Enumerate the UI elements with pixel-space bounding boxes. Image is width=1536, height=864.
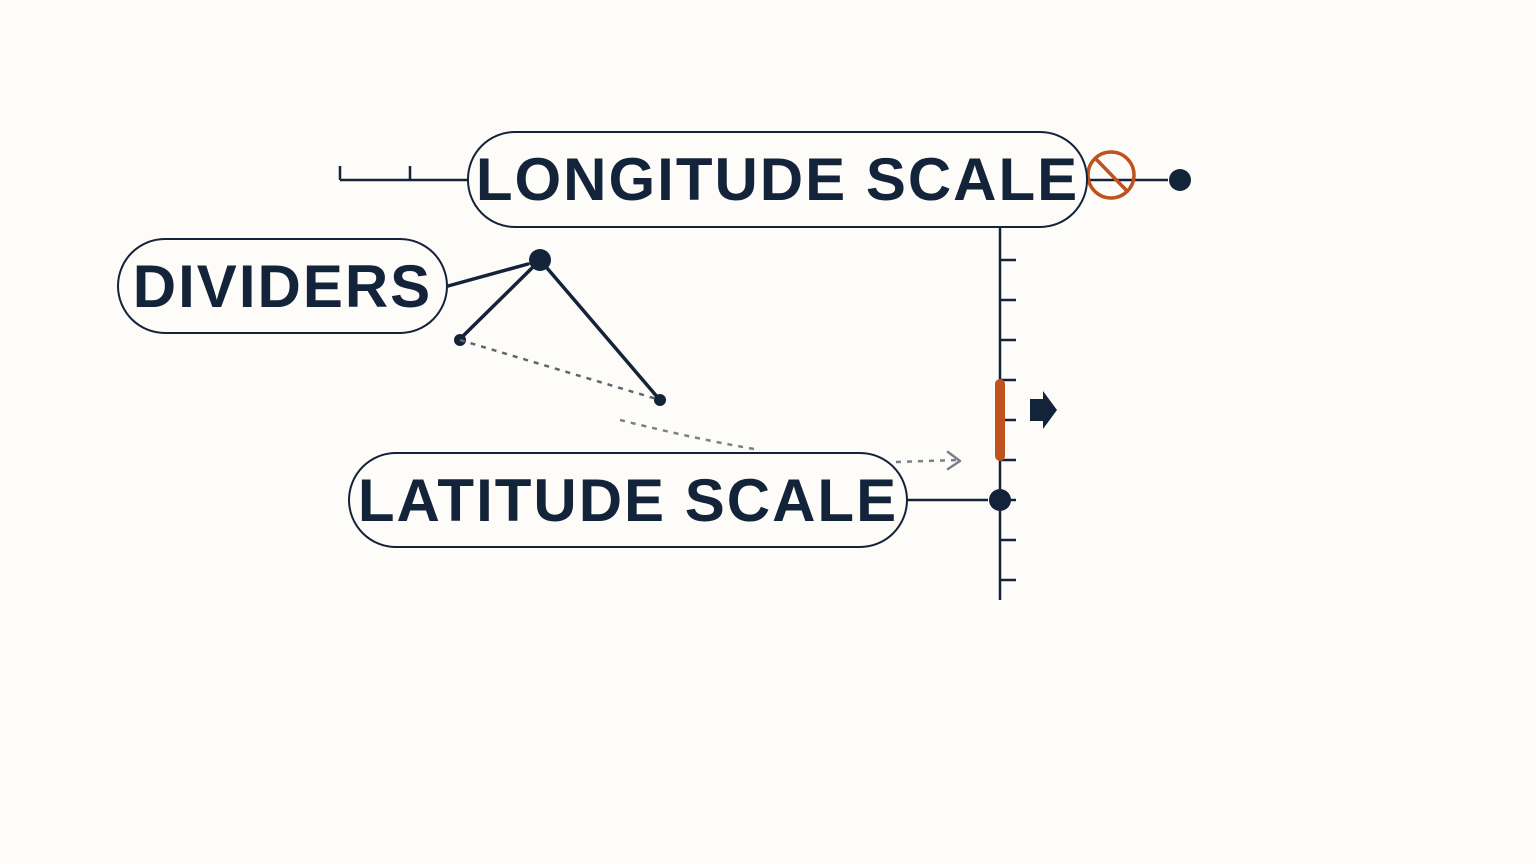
latitude-scale-point	[989, 489, 1011, 511]
transfer-arrowhead	[946, 450, 962, 471]
arrow-right-icon	[1030, 391, 1057, 429]
dividers-label: DIVIDERS	[117, 238, 448, 334]
dividers-hinge	[529, 249, 551, 271]
transfer-path-dotted-end	[895, 458, 959, 464]
longitude-scale	[338, 166, 1168, 182]
prohibited-icon	[1086, 150, 1136, 200]
dividers-label-leader	[446, 262, 530, 288]
dividers-instrument	[446, 262, 661, 401]
dividers-leg-right	[545, 266, 661, 401]
dividers-span-dotted	[459, 338, 661, 402]
longitude-scale-endpoint	[1169, 169, 1191, 191]
latitude-scale-label: LATITUDE SCALE	[348, 452, 908, 548]
dividers-point-right	[654, 394, 666, 406]
transfer-path-dotted	[619, 418, 761, 452]
dividers-leg-left	[459, 266, 534, 340]
longitude-scale-label: LONGITUDE SCALE	[467, 131, 1088, 228]
